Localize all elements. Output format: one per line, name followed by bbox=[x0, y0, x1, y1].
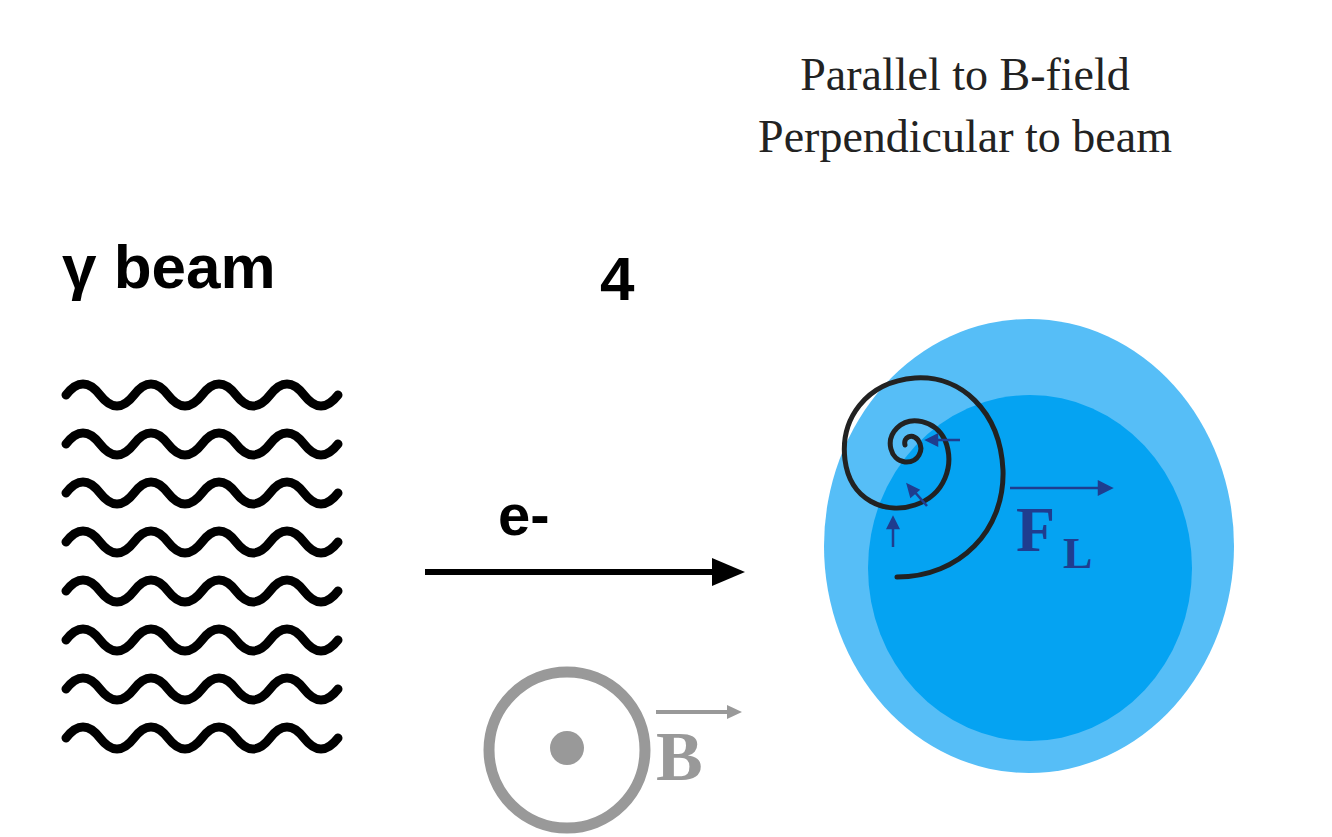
b-field-symbol bbox=[489, 672, 742, 828]
force-symbol: F bbox=[1016, 498, 1055, 562]
callout-number: 4 bbox=[600, 248, 634, 310]
force-region: FL bbox=[823, 318, 1235, 774]
force-subscript: L bbox=[1063, 532, 1092, 576]
beam-label: γ beam bbox=[62, 236, 276, 298]
title: Parallel to B-field Perpendicular to bea… bbox=[695, 44, 1235, 168]
field-label: B bbox=[656, 722, 703, 792]
gamma-waves bbox=[66, 384, 338, 749]
particle-label: e- bbox=[498, 486, 550, 544]
electron-arrow bbox=[425, 558, 745, 586]
